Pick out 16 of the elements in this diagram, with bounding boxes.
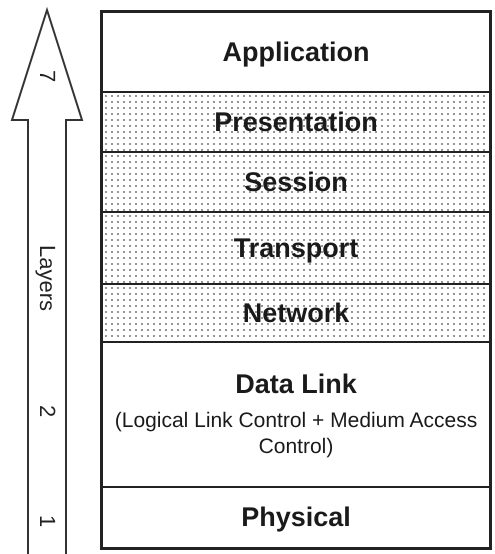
layer-name: Data Link bbox=[235, 368, 357, 400]
layer-description: (Logical Link Control + Medium Access Control) bbox=[114, 408, 478, 460]
layer-box bbox=[103, 285, 489, 343]
layer-number: 1 bbox=[34, 515, 60, 528]
layer-number: 2 bbox=[34, 405, 60, 418]
layer-name: Transport bbox=[234, 232, 358, 264]
layer-name: Application bbox=[222, 36, 370, 68]
layer-name: Presentation bbox=[214, 106, 378, 138]
layer-box bbox=[103, 153, 489, 213]
layer-box bbox=[103, 93, 489, 153]
layer-name: Session bbox=[244, 166, 348, 198]
layer-number: 7 bbox=[34, 70, 60, 82]
axis-label: Layers bbox=[34, 245, 60, 312]
layer-name: Physical bbox=[241, 502, 351, 533]
layer-box bbox=[103, 213, 489, 285]
layer-name: Network bbox=[242, 298, 350, 328]
